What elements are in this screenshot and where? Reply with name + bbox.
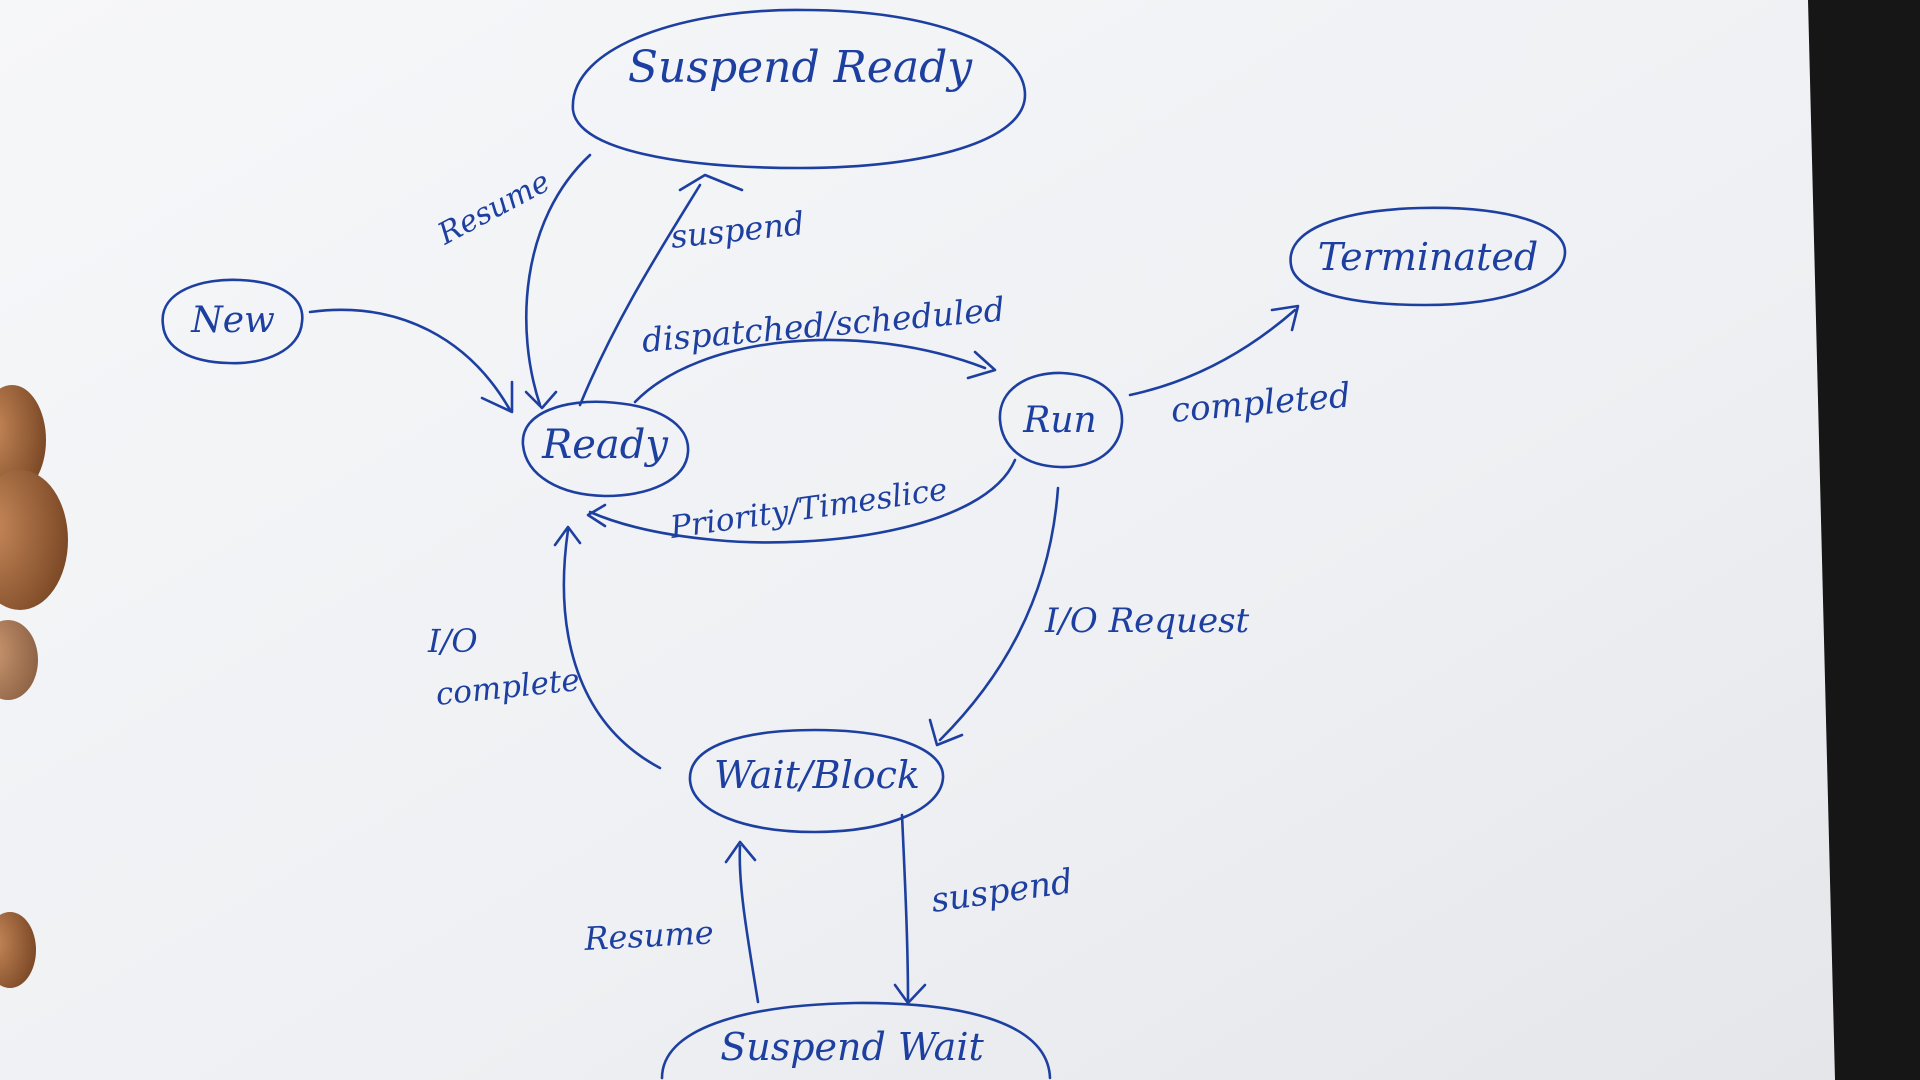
edge-suspend-to-suspend-ready — [578, 173, 744, 407]
state-ready-label: Ready — [541, 422, 669, 468]
state-wait-block-label: Wait/Block — [714, 753, 920, 797]
state-suspend-ready: Suspend Ready — [571, 8, 1027, 170]
state-new-label: New — [190, 300, 275, 341]
state-ready: Ready — [521, 400, 690, 498]
label-io-complete-1: I/O — [427, 622, 478, 660]
state-run-label: Run — [1022, 400, 1096, 441]
edge-priority-to-ready — [586, 458, 1017, 544]
edge-resume-to-ready — [524, 153, 592, 410]
edge-resume-to-wait — [724, 840, 760, 1004]
edge-dispatch-to-run — [633, 338, 997, 404]
edge-completed-to-terminated — [1128, 304, 1300, 397]
label-io-request: I/O Request — [1044, 601, 1250, 641]
state-suspend-ready-label: Suspend Ready — [628, 42, 973, 93]
edge-io-request-to-wait — [928, 486, 1060, 747]
edge-new-to-ready — [308, 308, 514, 414]
label-resume-bottom: Resume — [582, 913, 714, 958]
state-wait-block: Wait/Block — [688, 728, 945, 834]
paper-sheet — [0, 0, 1835, 1080]
state-suspend-wait-label: Suspend Wait — [720, 1025, 984, 1069]
edge-suspend-to-suspend-wait — [893, 813, 927, 1005]
state-new: New — [161, 278, 304, 365]
state-run: Run — [998, 371, 1124, 469]
hand-fingers — [0, 385, 68, 988]
edge-io-complete-to-ready — [553, 525, 662, 770]
state-terminated: Terminated — [1289, 206, 1567, 307]
state-suspend-wait: Suspend Wait — [660, 1001, 1052, 1080]
state-terminated-label: Terminated — [1318, 235, 1538, 279]
